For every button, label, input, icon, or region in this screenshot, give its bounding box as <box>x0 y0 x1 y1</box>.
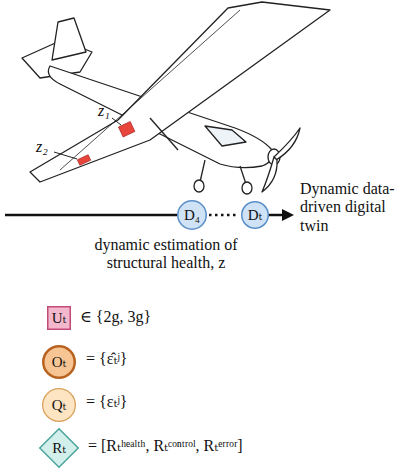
equation: = [Rₜʰᵉᵃˡᵗʰ, Rₜᶜᵒⁿᵗʳᵒˡ, Rₜᵉʳʳᵒʳ] <box>88 437 243 455</box>
sensor-patch <box>77 155 90 166</box>
state-circle-shape <box>178 201 207 230</box>
state-circle: D₄ <box>177 200 207 230</box>
connector-line <box>209 214 239 217</box>
node-label: Dₜ <box>248 208 263 223</box>
action-square: Uₜ <box>47 306 71 330</box>
observation-circle: Oₜ <box>42 345 76 379</box>
node-label: Qₜ <box>52 398 67 413</box>
node-label: Rₜ <box>52 441 66 456</box>
reward-diamond: Rₜ <box>39 428 79 468</box>
sensor-patch <box>118 122 134 137</box>
node-label: Uₜ <box>52 311 67 326</box>
state-circle-shape <box>242 202 269 229</box>
callout-label: z₂ <box>36 138 48 156</box>
equation: ∈ {2g, 3g} <box>80 308 151 326</box>
airplane <box>22 2 330 194</box>
dotted-connector <box>209 215 239 216</box>
equation: = {εₜʲ} <box>86 393 128 411</box>
twin-label: Dynamic data-driven digital twin <box>300 180 406 235</box>
callout-label: z₁ <box>98 102 110 120</box>
action-square-shape <box>48 307 71 330</box>
reward-diamond-shape <box>40 429 79 468</box>
node-label: Oₜ <box>52 355 67 370</box>
equation: = {ε̂ₜʲ} <box>86 350 128 368</box>
leader-line <box>112 118 121 125</box>
quantity-circle: Qₜ <box>42 388 76 422</box>
leader-line <box>54 152 77 159</box>
arrow-head <box>282 209 294 221</box>
quantity-circle-shape <box>43 389 76 422</box>
caption-note: dynamic estimation of structural health,… <box>68 236 264 273</box>
node-label: D₄ <box>184 208 200 223</box>
observation-circle-shape <box>43 346 75 378</box>
timeline-line <box>5 214 185 217</box>
state-circle: Dₜ <box>241 201 269 229</box>
